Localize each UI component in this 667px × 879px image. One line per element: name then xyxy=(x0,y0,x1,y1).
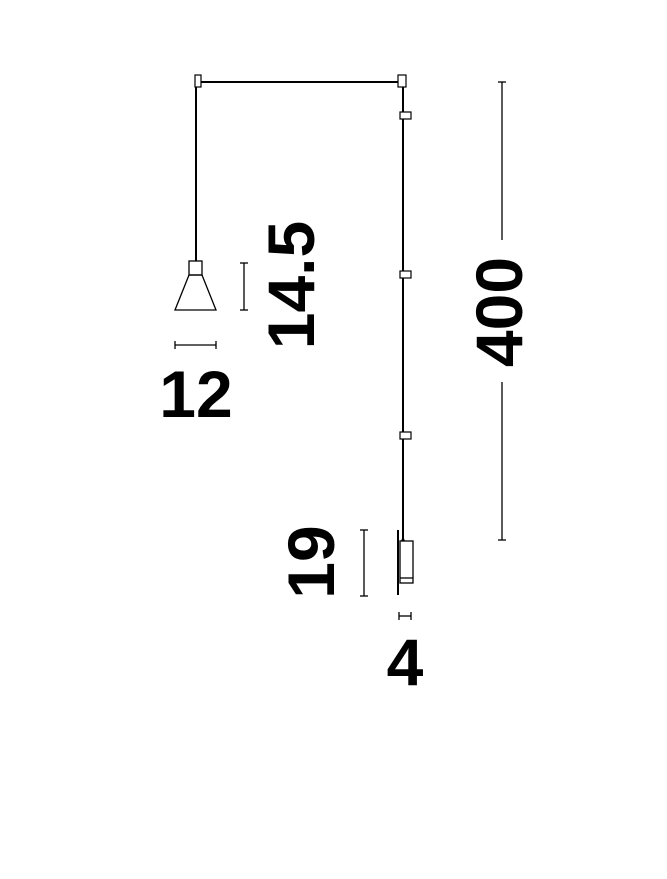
clip xyxy=(399,431,412,440)
base-depth-dimension-line xyxy=(398,612,412,620)
clip xyxy=(397,74,407,88)
shade-height-dimension-line xyxy=(240,262,248,311)
total-length-label: 400 xyxy=(462,257,536,367)
wall-base xyxy=(397,530,414,595)
shade-height-label: 14.5 xyxy=(254,221,328,349)
shade-width-dimension-line xyxy=(174,341,217,349)
base-height-dimension-line xyxy=(360,529,368,597)
shade-width-label: 12 xyxy=(159,357,232,431)
clip xyxy=(399,270,412,279)
cable-clips xyxy=(194,74,412,440)
clip xyxy=(399,111,412,120)
cable xyxy=(195,81,404,540)
base-depth-label: 4 xyxy=(387,625,424,699)
total-length-dimension-line xyxy=(498,81,506,541)
lamp-shade xyxy=(174,260,217,311)
base-height-label: 19 xyxy=(274,525,348,598)
clip xyxy=(194,74,202,88)
